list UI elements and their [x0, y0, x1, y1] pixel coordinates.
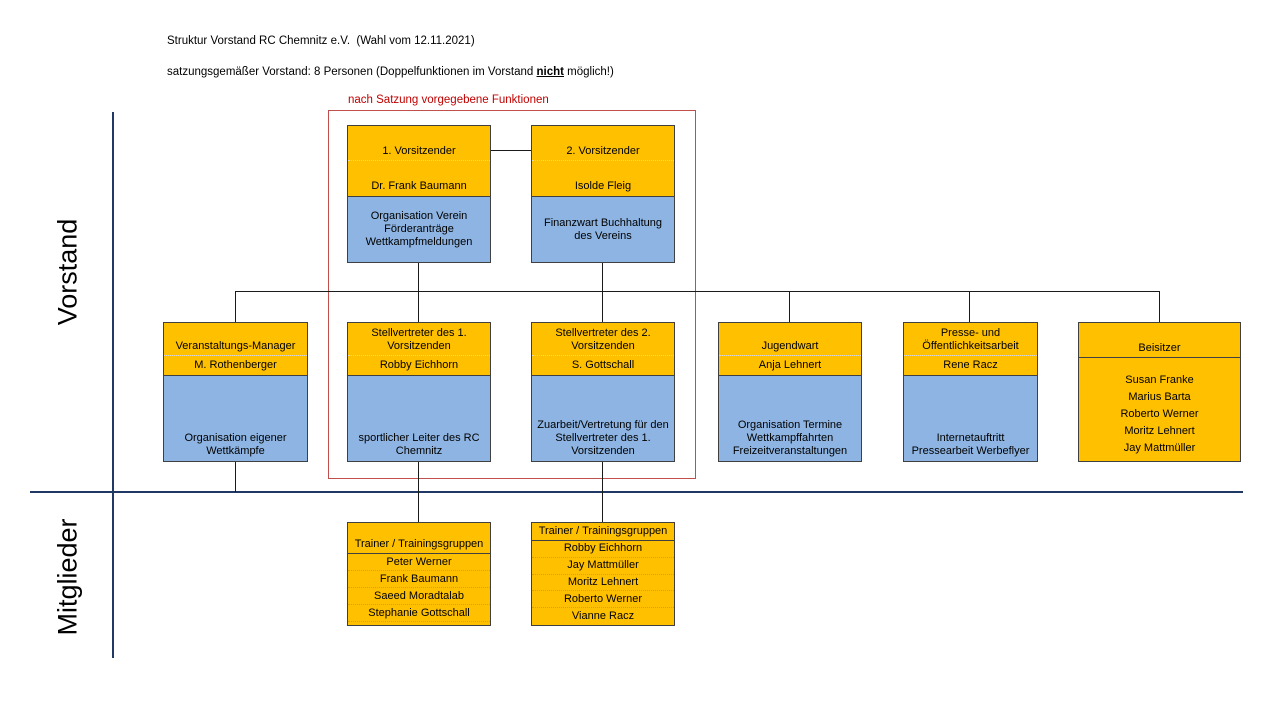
beisitzer-member: Susan Franke [1125, 374, 1194, 386]
trainer-1-member: Saeed Moradtalab [348, 588, 490, 605]
box-2-vorsitzender-title: 2. Vorsitzender [532, 126, 674, 161]
box-veranstaltungs-manager-title: Veranstaltungs-Manager [164, 323, 307, 356]
box-stellvertreter-2-duties: Zuarbeit/Vertretung für den Stellvertret… [532, 375, 674, 461]
box-2-vorsitzender-duties: Finanzwart Buchhaltung des Vereins [532, 196, 674, 262]
trainer-1-member: Frank Baumann [348, 571, 490, 588]
beisitzer-member: Marius Barta [1128, 391, 1191, 403]
connector-vors2-down [602, 263, 603, 322]
connector-vors1-down [418, 263, 419, 322]
connector-stell2-trainer2 [602, 462, 603, 522]
box-stellvertreter-2: Stellvertreter des 2. Vorsitzenden S. Go… [531, 322, 675, 462]
subtitle-emphasis: nicht [536, 66, 564, 78]
box-presse-name: Rene Racz [943, 359, 998, 371]
section-label-mitglieder: Mitglieder [52, 518, 83, 636]
vorstand-mitglieder-divider-line [30, 491, 1243, 493]
subtitle-suffix: möglich!) [563, 66, 614, 78]
trainer-2-member: Vianne Racz [571, 610, 635, 623]
beisitzer-member: Roberto Werner [1120, 408, 1199, 420]
box-stellvertreter-2-title: Stellvertreter des 2. Vorsitzenden [532, 323, 674, 356]
beisitzer-member: Moritz Lehnert [1124, 425, 1195, 437]
beisitzer-member: Jay Mattmüller [1123, 442, 1196, 454]
trainer-1-member: Peter Werner [348, 554, 490, 571]
box-stellvertreter-1-title: Stellvertreter des 1. Vorsitzenden [348, 323, 490, 356]
box-1-vorsitzender: 1. Vorsitzender Dr. Frank Baumann Organi… [347, 125, 491, 263]
trainer-1-member: Stephanie Gottschall [348, 605, 490, 622]
box-2-vorsitzender: 2. Vorsitzender Isolde Fleig Finanzwart … [531, 125, 675, 263]
connector-bus [235, 291, 1160, 292]
box-jugendwart-name: Anja Lehnert [758, 359, 822, 371]
connector-drop-beisitzer [1159, 291, 1160, 322]
box-jugendwart-duties: Organisation Termine Wettkampffahrten Fr… [719, 375, 861, 461]
box-presse: Presse- und Öffentlichkeitsarbeit Rene R… [903, 322, 1038, 462]
slide-title: Struktur Vorstand RC Chemnitz e.V. (Wahl… [167, 35, 475, 47]
box-beisitzer-title: Beisitzer [1079, 323, 1240, 358]
box-trainer-group-2-title: Trainer / Trainingsgruppen [532, 523, 674, 541]
box-stellvertreter-1-name: Robby Eichhorn [379, 359, 459, 371]
subtitle-prefix: satzungsgemäßer Vorstand: 8 Personen (Do… [167, 66, 537, 78]
slide-title-text: Struktur Vorstand RC Chemnitz e.V. (Wahl… [167, 35, 475, 47]
box-jugendwart-title: Jugendwart [719, 323, 861, 356]
box-trainer-group-1: Trainer / Trainingsgruppen Peter Werner … [347, 522, 491, 626]
connector-stell1-trainer1 [418, 462, 419, 522]
trainer-2-member: Jay Mattmüller [532, 558, 674, 575]
statutory-functions-frame [328, 110, 696, 479]
box-1-vorsitzender-title: 1. Vorsitzender [348, 126, 490, 161]
box-jugendwart: Jugendwart Anja Lehnert Organisation Ter… [718, 322, 862, 462]
trainer-2-member: Robby Eichhorn [532, 541, 674, 558]
connector-vors1-vors2 [491, 150, 531, 151]
section-label-vorstand: Vorstand [52, 218, 83, 326]
connector-veranstaltung-to-divider [235, 462, 236, 492]
box-1-vorsitzender-duties: Organisation Verein Förderanträge Wettka… [348, 196, 490, 262]
box-1-vorsitzender-name: Dr. Frank Baumann [371, 180, 467, 192]
box-presse-duties: Internetauftritt Pressearbeit Werbeflyer [904, 375, 1037, 461]
connector-drop-jugendwart [789, 291, 790, 322]
box-trainer-group-1-title: Trainer / Trainingsgruppen [348, 523, 490, 554]
vertical-axis-line [112, 112, 114, 658]
box-veranstaltungs-manager-duties: Organisation eigener Wettkämpfe [164, 375, 307, 461]
slide-subtitle: satzungsgemäßer Vorstand: 8 Personen (Do… [167, 66, 614, 78]
box-stellvertreter-1: Stellvertreter des 1. Vorsitzenden Robby… [347, 322, 491, 462]
box-stellvertreter-2-name: S. Gottschall [571, 359, 635, 371]
box-presse-title: Presse- und Öffentlichkeitsarbeit [904, 323, 1037, 356]
box-2-vorsitzender-name: Isolde Fleig [574, 180, 632, 192]
connector-drop-presse [969, 291, 970, 322]
trainer-2-member: Roberto Werner [532, 591, 674, 609]
box-stellvertreter-1-duties: sportlicher Leiter des RC Chemnitz [348, 375, 490, 461]
trainer-2-member: Moritz Lehnert [532, 575, 674, 592]
box-trainer-group-2: Trainer / Trainingsgruppen Robby Eichhor… [531, 522, 675, 626]
box-beisitzer: Beisitzer Susan Franke Marius Barta Robe… [1078, 322, 1241, 462]
box-veranstaltungs-manager-name: M. Rothenberger [194, 359, 277, 371]
connector-drop-veranstaltung [235, 291, 236, 322]
statutory-functions-label: nach Satzung vorgegebene Funktionen [348, 94, 549, 106]
box-veranstaltungs-manager: Veranstaltungs-Manager M. Rothenberger O… [163, 322, 308, 462]
